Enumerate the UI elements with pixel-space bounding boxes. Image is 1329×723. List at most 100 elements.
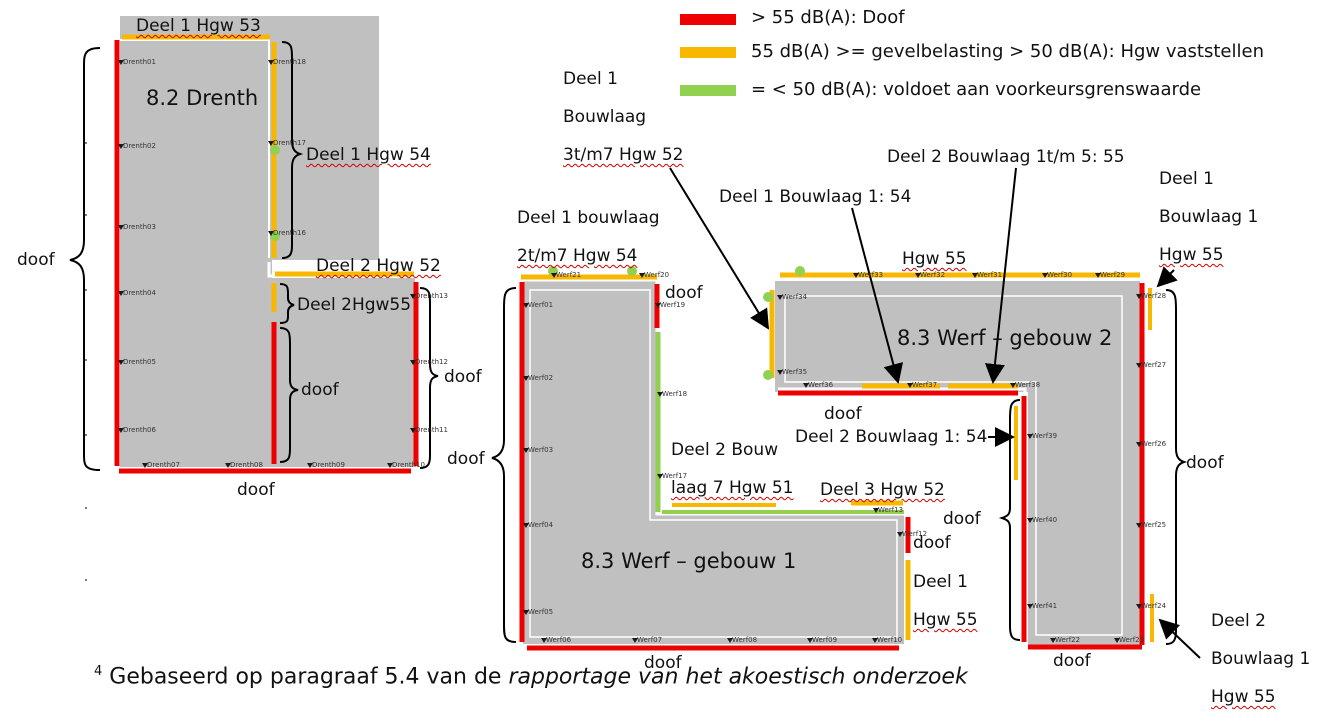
measurement-point-label: Werf19 (660, 301, 685, 309)
measurement-point-marker (551, 273, 557, 278)
werf1-left-brace (491, 287, 517, 643)
drenth-main-block (120, 40, 272, 467)
measurement-point-label: Drenth04 (123, 289, 156, 297)
measurement-point-label: Werf06 (546, 636, 572, 644)
measurement-point-marker (972, 273, 978, 278)
measurement-point-label: Drenth13 (415, 292, 448, 300)
measurement-point: Drenth05 (118, 358, 156, 366)
measurement-point-label: Drenth05 (123, 358, 156, 366)
measurement-points: Drenth01Drenth02Drenth03Drenth04Drenth05… (118, 58, 1167, 644)
measurement-point-marker (1027, 604, 1033, 609)
footnote-italic: rapportage van het akoestisch onderzoek (508, 664, 968, 690)
measurement-point-label: Werf18 (662, 390, 687, 398)
measurement-point-marker (897, 532, 903, 537)
measurement-point-marker (410, 294, 416, 299)
measurement-point-marker (410, 428, 416, 433)
measurement-point: Werf31 (972, 271, 1002, 279)
measurement-point-label: Drenth07 (147, 461, 180, 469)
measurement-point: Drenth04 (118, 289, 156, 297)
drenth-inner-outline (118, 39, 270, 258)
label-drenth-doof-bottom: doof (237, 480, 275, 500)
measurement-point: Werf17 (657, 472, 687, 480)
measurement-point: Werf02 (523, 374, 553, 382)
measurement-point-marker (657, 392, 663, 397)
measurement-point-label: Werf01 (528, 301, 553, 309)
arrow-deel1-bouwlaag1 (1156, 266, 1178, 288)
measurement-point-label: Werf20 (644, 271, 669, 279)
measurement-point: Werf18 (657, 390, 687, 398)
measurement-point: Werf29 (1095, 271, 1125, 279)
measurement-point-label: Werf30 (1047, 271, 1072, 279)
legend-text-hgw: 55 dB(A) >= gevelbelasting > 50 dB(A): H… (751, 41, 1264, 62)
measurement-point-label: Drenth10 (392, 461, 425, 469)
margin-dots (85, 142, 87, 581)
label-werf2-deel1-bouwlaag1-54: Deel 1 Bouwlaag 1: 54 (719, 187, 912, 207)
legend-swatch-doof (680, 14, 736, 25)
measurement-point: Drenth10 (387, 461, 425, 469)
measurement-point: Werf09 (807, 636, 837, 644)
label-werf2-deel1-a: Deel 1 (563, 69, 618, 89)
label-werf1-deel1-a: Deel 1 (913, 572, 968, 592)
label-werf2-doof-bottom: doof (1053, 651, 1091, 671)
arrow-bouwlaag-1t5 (984, 167, 1017, 384)
measurement-point-label: Drenth09 (312, 461, 345, 469)
drenth-left-brace (69, 47, 101, 471)
measurement-point-label: Werf04 (528, 521, 554, 529)
measurement-point-label: Werf09 (812, 636, 837, 644)
measurement-point-label: Werf13 (878, 506, 903, 514)
measurement-point-marker (523, 303, 529, 308)
measurement-point-label: Werf23 (1119, 636, 1144, 644)
arrow-bouwlaag1-54 (851, 207, 904, 384)
werf1-green-point (627, 266, 637, 276)
measurement-point-label: Werf22 (1055, 636, 1080, 644)
measurement-point-marker (523, 376, 529, 381)
legend-swatch-voldoet (680, 85, 736, 96)
measurement-point: Werf03 (523, 446, 553, 454)
measurement-point-marker (268, 231, 274, 236)
werf1-title: 8.3 Werf – gebouw 1 (581, 549, 797, 573)
measurement-point-label: Werf12 (902, 530, 927, 538)
measurement-point-marker (142, 463, 148, 468)
measurement-point-marker (1027, 434, 1033, 439)
werf1-inner-outline (529, 289, 898, 638)
measurement-point: Werf22 (1050, 636, 1080, 644)
measurement-point: Drenth18 (268, 58, 306, 66)
measurement-point-label: Werf40 (1032, 516, 1057, 524)
measurement-point: Werf30 (1042, 271, 1072, 279)
measurement-point: Drenth12 (410, 358, 448, 366)
measurement-point-label: Drenth01 (123, 58, 156, 66)
label-drenth-doof-inner: doof (301, 380, 339, 400)
werf2-green-point (763, 292, 773, 302)
measurement-point-marker (907, 383, 913, 388)
measurement-point-marker (541, 638, 547, 643)
label-werf2-deel1-c: 3t/m7 Hgw 52 (563, 145, 684, 165)
measurement-point-marker (777, 295, 783, 300)
measurement-point-label: Drenth16 (273, 229, 306, 237)
label-werf2-right-top-b: Bouwlaag 1 (1159, 207, 1259, 227)
measurement-point: Werf13 (873, 506, 903, 514)
measurement-point-label: Werf03 (528, 446, 553, 454)
measurement-point: Werf34 (777, 293, 808, 301)
drenth-right-brace-mid (279, 283, 295, 324)
werf2-block (775, 281, 1140, 648)
measurement-point-marker (657, 474, 663, 479)
label-werf1-deel2-bouw-a: Deel 2 Bouw (671, 440, 779, 460)
measurement-point: Werf27 (1136, 361, 1166, 369)
measurement-point: Drenth16 (268, 229, 306, 237)
measurement-point-label: Werf21 (556, 271, 581, 279)
drenth-outer-right-brace (419, 287, 439, 469)
measurement-point-marker (118, 428, 124, 433)
measurement-point-marker (523, 448, 529, 453)
footnote-marker: 4 (94, 664, 103, 679)
measurement-point-marker (118, 291, 124, 296)
legend-swatch-hgw (680, 47, 736, 58)
measurement-point-label: Werf38 (1015, 381, 1040, 389)
measurement-point: Werf01 (523, 301, 553, 309)
measurement-point-label: Werf32 (920, 271, 945, 279)
legend-text-doof: > 55 dB(A): Doof (751, 7, 905, 28)
measurement-point-marker (872, 638, 878, 643)
measurement-point: Werf20 (639, 271, 669, 279)
measurement-point: Werf24 (1136, 602, 1167, 610)
measurement-point-marker (268, 141, 274, 146)
